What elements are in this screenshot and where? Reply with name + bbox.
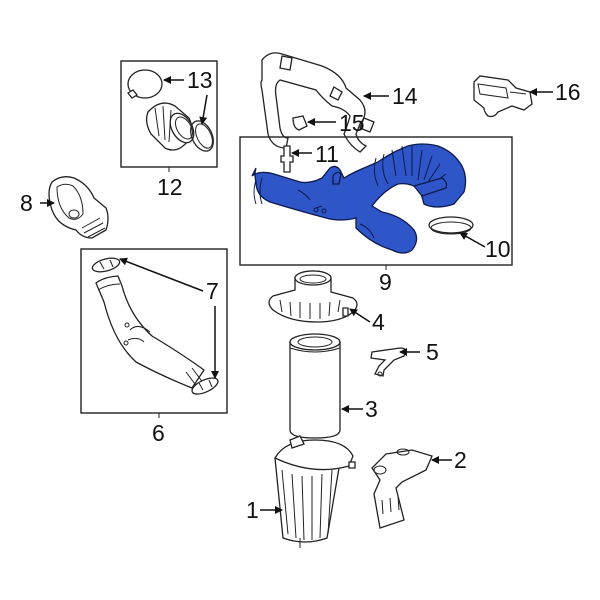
callout-7: 7 (206, 278, 219, 304)
callout-14: 14 (392, 83, 418, 109)
hose-connector-icon (292, 115, 308, 131)
air-intake-hose-icon (251, 143, 467, 254)
air-cleaner-housing-icon (274, 435, 356, 548)
callout-13: 13 (187, 67, 213, 93)
intake-duct-icon (95, 275, 205, 389)
callout-10: 10 (485, 236, 511, 262)
air-filter-icon (289, 333, 341, 439)
resonator-assembly-box (120, 60, 218, 172)
map-sensor-icon (473, 75, 533, 118)
callout-9: 9 (379, 269, 392, 295)
callout-15: 15 (339, 110, 365, 136)
callout-5: 5 (426, 339, 439, 365)
hose-clamp-icon (428, 216, 474, 235)
air-inlet-duct-icon (48, 176, 109, 239)
callout-8: 8 (20, 190, 33, 216)
callout-11: 11 (315, 141, 339, 167)
callout-leaders (40, 76, 553, 514)
air-intake-hose-box (239, 136, 513, 270)
callout-3: 3 (365, 396, 378, 422)
resonator-icon (145, 102, 195, 151)
callout-6: 6 (152, 420, 165, 446)
intake-duct-assembly-box (80, 248, 228, 418)
callout-16: 16 (555, 79, 581, 105)
callout-1: 1 (246, 497, 259, 523)
callout-2: 2 (454, 447, 467, 473)
callout-12: 12 (157, 174, 183, 200)
callout-4: 4 (372, 309, 385, 335)
housing-bracket-icon (371, 448, 433, 529)
sensor-fitting-icon (280, 145, 294, 173)
air-cleaner-cover-icon (268, 270, 358, 323)
